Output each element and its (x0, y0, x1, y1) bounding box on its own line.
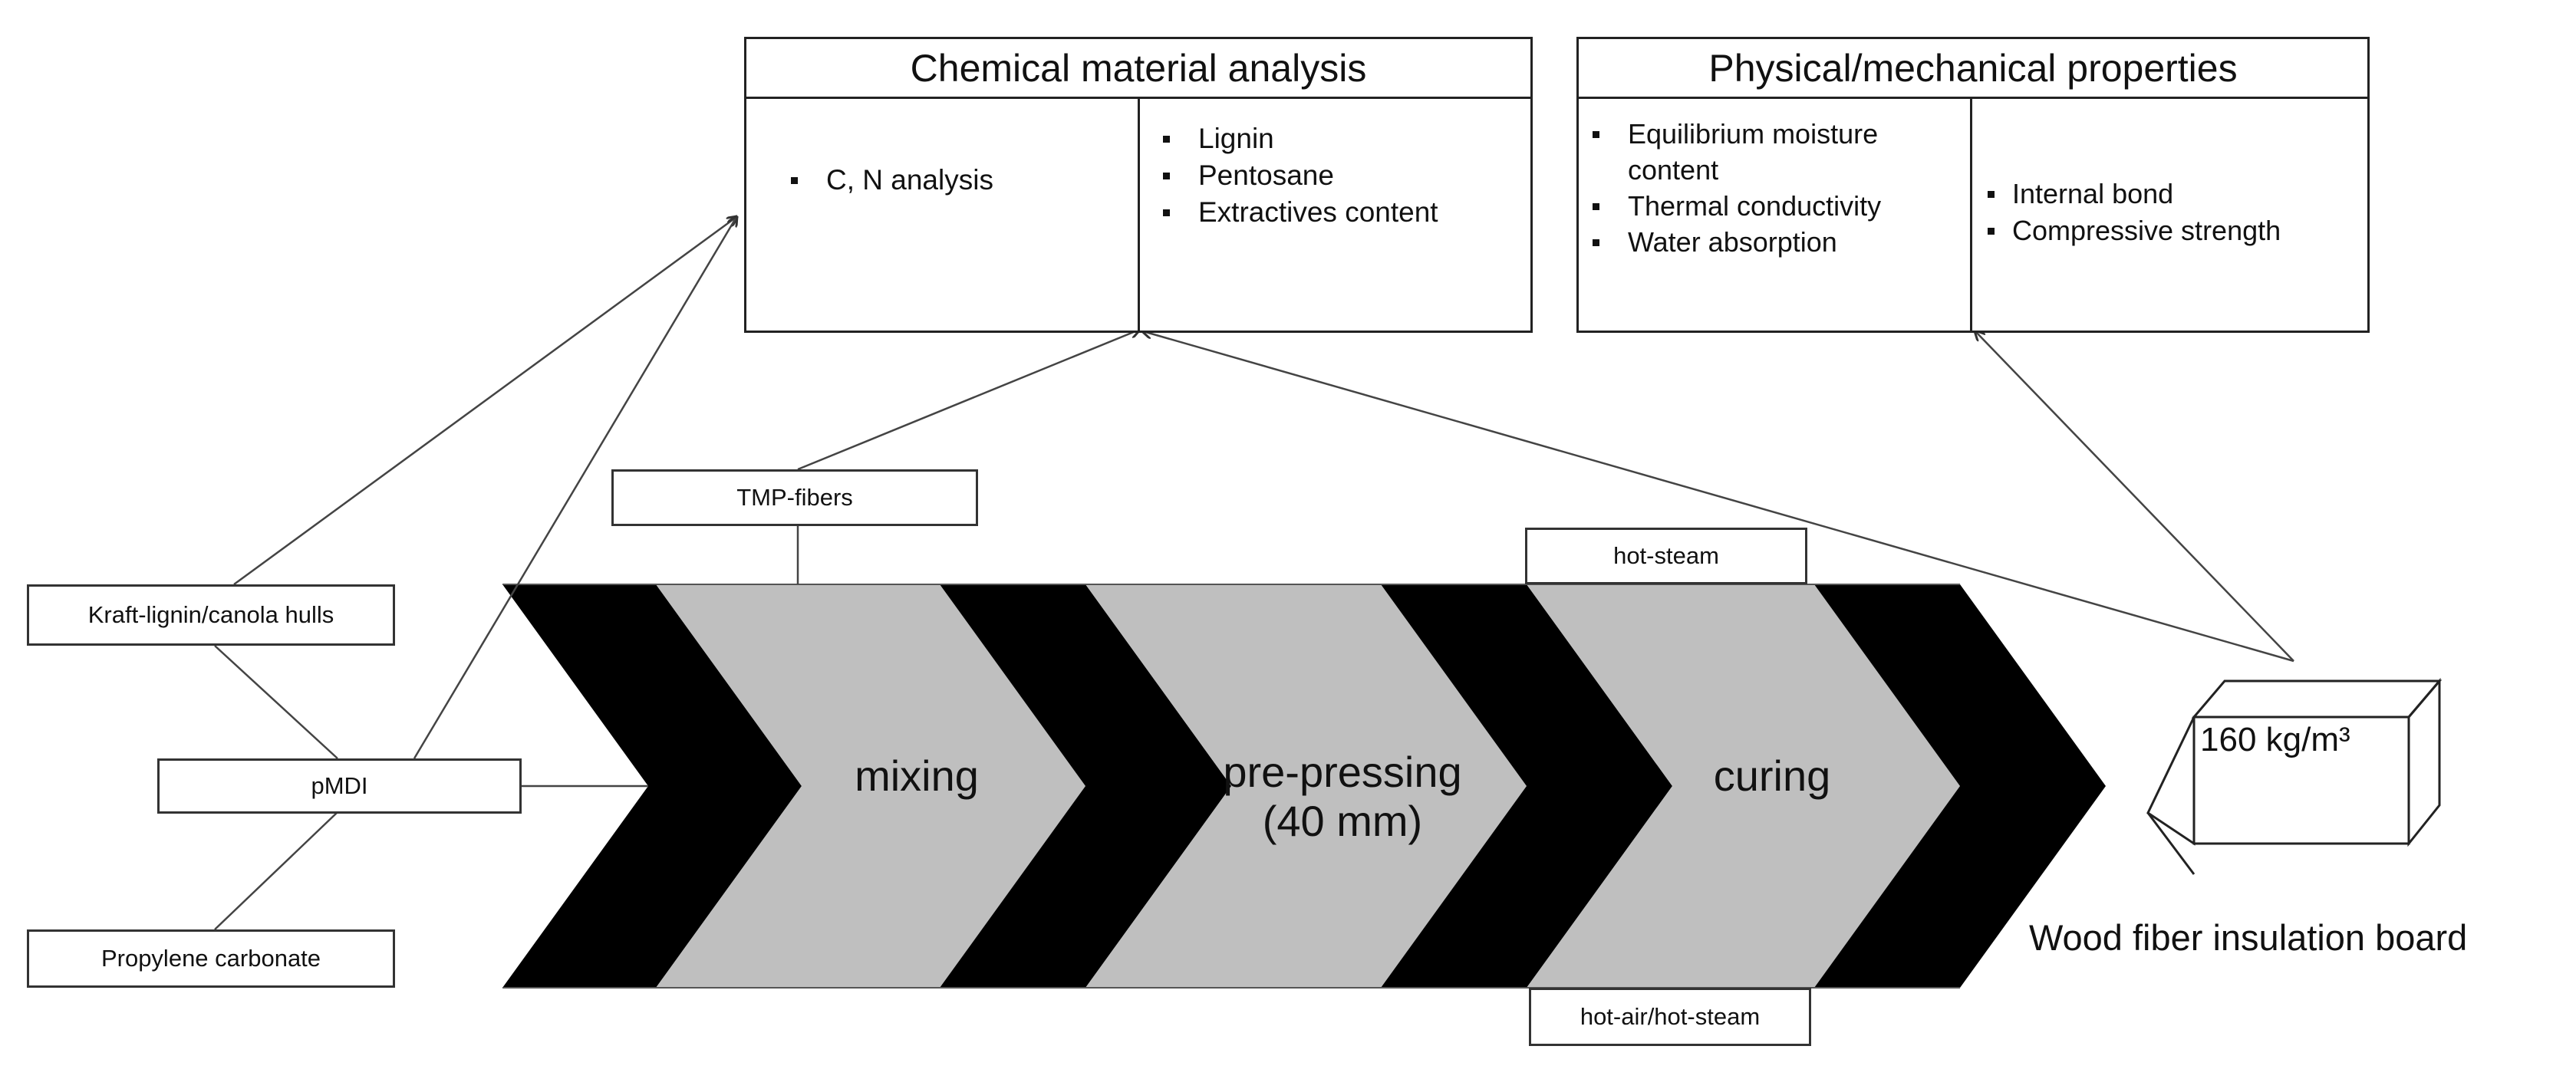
chemical-right-list: Lignin Pentosane Extractives content (1149, 120, 1517, 231)
stage-prepressing-line2: (40 mm) (1262, 797, 1423, 845)
stage-mixing: mixing (855, 752, 979, 800)
insulation-board-icon (2146, 677, 2443, 875)
pmdi-label: pMDI (157, 758, 522, 814)
physical-properties-box: Physical/mechanical properties Equilibri… (1576, 37, 2370, 333)
list-item: Extractives content (1149, 194, 1517, 231)
board-to-chemical-arrow (1143, 331, 2294, 663)
tmp-fibers-label: TMP-fibers (611, 469, 978, 526)
stage-prepressing: pre-pressing (40 mm) (1181, 748, 1504, 846)
physical-right-list: Internal bond Compressive strength (1974, 176, 2365, 249)
chemical-left-cell: C, N analysis (777, 162, 1130, 199)
physical-properties-title: Physical/mechanical properties (1579, 39, 2367, 99)
chevron-black-4 (1814, 584, 2106, 988)
propylene-to-pmdi-line (214, 811, 338, 930)
physical-right-cell: Internal bond Compressive strength (1974, 176, 2365, 249)
chemical-analysis-box: Chemical material analysis C, N analysis… (744, 37, 1533, 333)
chevron-gray-2 (1085, 584, 1527, 988)
list-item: Compressive strength (1974, 212, 2365, 249)
chevron-gray-1 (656, 584, 1085, 988)
list-item: Pentosane (1149, 157, 1517, 194)
pmdi-arrow (413, 217, 736, 759)
tmp-arrow (797, 330, 1139, 471)
chevron-gray-3 (1527, 584, 1960, 988)
list-item: Internal bond (1974, 176, 2365, 212)
list-item: Water absorption (1579, 224, 1962, 260)
hot-steam-label: hot-steam (1525, 528, 1807, 584)
list-item: C, N analysis (777, 162, 1130, 199)
stage-prepressing-line1: pre-pressing (1223, 748, 1462, 796)
physical-left-cell: Equilibrium moisture content Thermal con… (1579, 116, 1962, 260)
kraft-arrow (233, 217, 736, 586)
list-item: Equilibrium moisture content (1579, 116, 1962, 188)
board-density-label: 160 kg/m³ (2200, 721, 2350, 758)
list-item: Thermal conductivity (1579, 188, 1962, 224)
propylene-carbonate-label: Propylene carbonate (27, 929, 395, 988)
chemical-left-list: C, N analysis (777, 162, 1130, 199)
kraft-to-pmdi-line (214, 645, 338, 759)
kraft-lignin-label: Kraft-lignin/canola hulls (27, 584, 395, 646)
board-to-physical-arrow (1975, 331, 2294, 662)
board-caption: Wood fiber insulation board (2029, 917, 2468, 958)
chevron-black-1 (502, 584, 802, 988)
hot-air-hot-steam-label: hot-air/hot-steam (1529, 988, 1811, 1046)
physical-left-list: Equilibrium moisture content Thermal con… (1579, 116, 1962, 260)
list-item: Lignin (1149, 120, 1517, 157)
chemical-right-cell: Lignin Pentosane Extractives content (1149, 120, 1517, 231)
stage-curing: curing (1713, 752, 1831, 800)
chemical-analysis-title: Chemical material analysis (746, 39, 1530, 99)
